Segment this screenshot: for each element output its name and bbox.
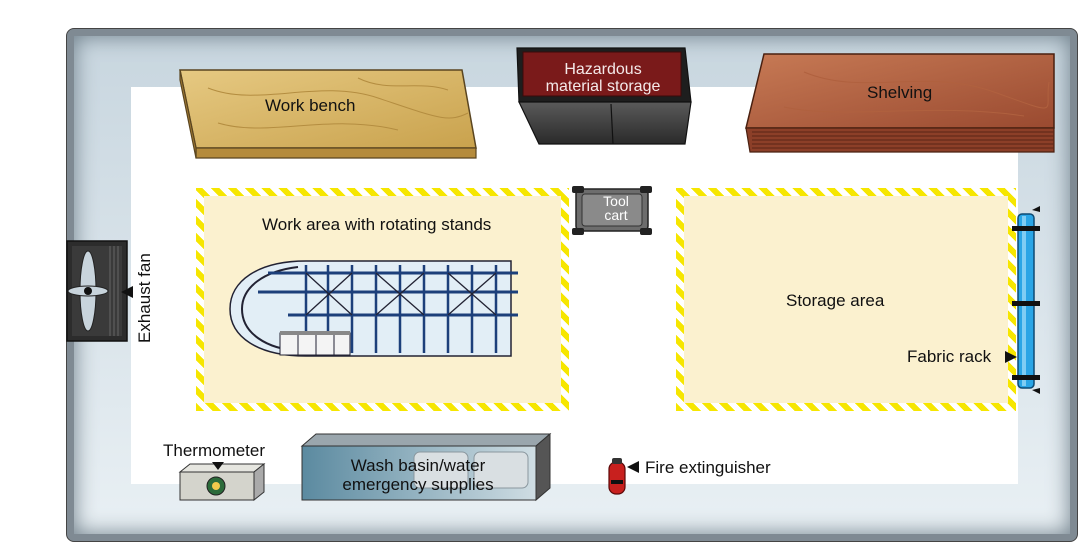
fire-extinguisher-label: Fire extinguisher — [645, 458, 771, 477]
work-area-label: Work area with rotating stands — [262, 215, 492, 234]
fabric-rack-label: Fabric rack — [907, 347, 992, 366]
hazardous-label-line1: Hazardous — [564, 61, 642, 78]
shelving-label: Shelving — [867, 83, 933, 102]
tool-cart-label: Tool cart — [594, 194, 638, 222]
storage-area — [676, 188, 1016, 411]
wash-basin-label: Wash basin/water emergency supplies — [300, 456, 536, 494]
thermometer — [178, 462, 266, 502]
exhaust-fan-label: Exhaust fan — [135, 253, 154, 343]
fabric-rack — [1012, 206, 1040, 394]
storage-area-label: Storage area — [786, 291, 885, 310]
fire-extinguisher-pointer-icon — [627, 461, 639, 473]
tool-cart-label-line2: cart — [604, 207, 628, 223]
tool-cart — [572, 186, 652, 235]
wash-basin-label-line2: emergency supplies — [342, 475, 494, 494]
thermometer-label: Thermometer — [163, 441, 266, 460]
hazardous-storage-label: Hazardous material storage — [523, 61, 683, 95]
fire-extinguisher-icon — [608, 458, 626, 495]
hazardous-label-line2: material storage — [545, 78, 661, 95]
hazardous-storage-cabinet — [516, 47, 692, 145]
shelving — [745, 53, 1055, 153]
work-bench — [179, 69, 477, 159]
wash-basin — [300, 432, 552, 502]
fabric-rack-pointer-icon — [1005, 351, 1017, 363]
wash-basin-label-line1: Wash basin/water — [350, 456, 486, 475]
exhaust-fan-label-wrap: Exhaust fan — [135, 215, 155, 345]
exhaust-fan-pointer-icon — [121, 286, 133, 298]
exhaust-fan — [66, 240, 128, 342]
tool-cart-label-line1: Tool — [603, 193, 629, 209]
work-bench-label: Work bench — [265, 96, 356, 115]
fuselage-on-stands — [229, 260, 518, 357]
